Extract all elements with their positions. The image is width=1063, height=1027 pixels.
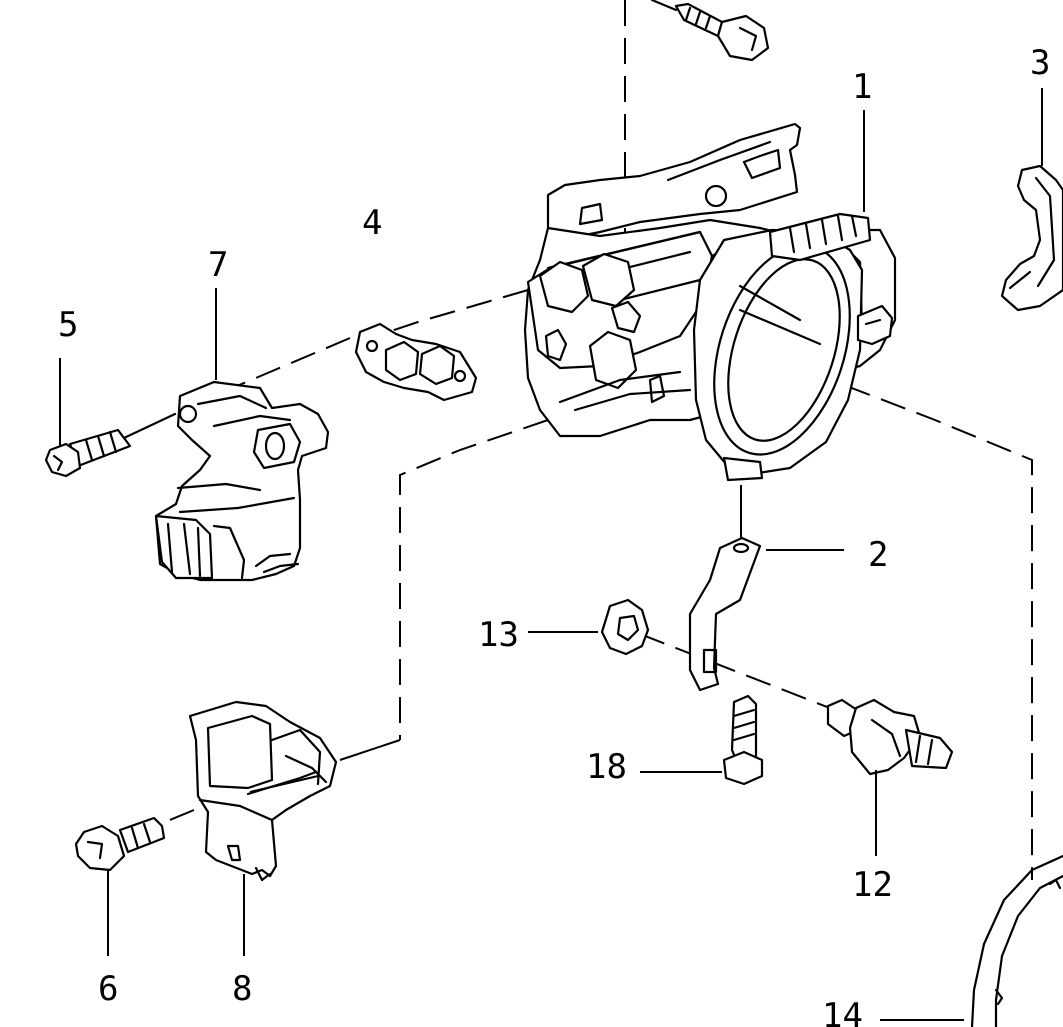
top-screw-icon (650, 0, 770, 62)
callout-3: 3 (1030, 43, 1050, 83)
throttle-body-icon (523, 122, 897, 482)
bolt-icon (722, 694, 764, 786)
sensor-icon (826, 698, 954, 776)
bracket-icon (688, 485, 762, 692)
callout-labels: 1 2 3 4 5 6 7 8 12 13 14 18 (58, 43, 1050, 1027)
gasket-icon (354, 322, 478, 402)
callout-1: 1 (852, 67, 872, 107)
callout-2: 2 (868, 535, 888, 575)
clip-icon (1000, 164, 1063, 312)
callout-4: 4 (362, 203, 382, 243)
callout-18: 18 (586, 747, 627, 787)
screw-icon (44, 412, 177, 478)
seal-ring-icon (970, 854, 1063, 1027)
callout-14: 14 (822, 996, 863, 1027)
callout-7: 7 (208, 245, 228, 285)
idle-air-control-valve-icon (154, 380, 330, 582)
nut-icon (600, 598, 650, 656)
callout-13: 13 (478, 615, 519, 655)
throttle-position-sensor-icon (188, 700, 338, 882)
callout-12: 12 (852, 865, 893, 905)
screw-icon (74, 816, 166, 872)
callout-6: 6 (98, 969, 118, 1009)
callout-8: 8 (232, 969, 252, 1009)
callout-5: 5 (58, 305, 78, 345)
leader-lines (59, 88, 1043, 1021)
